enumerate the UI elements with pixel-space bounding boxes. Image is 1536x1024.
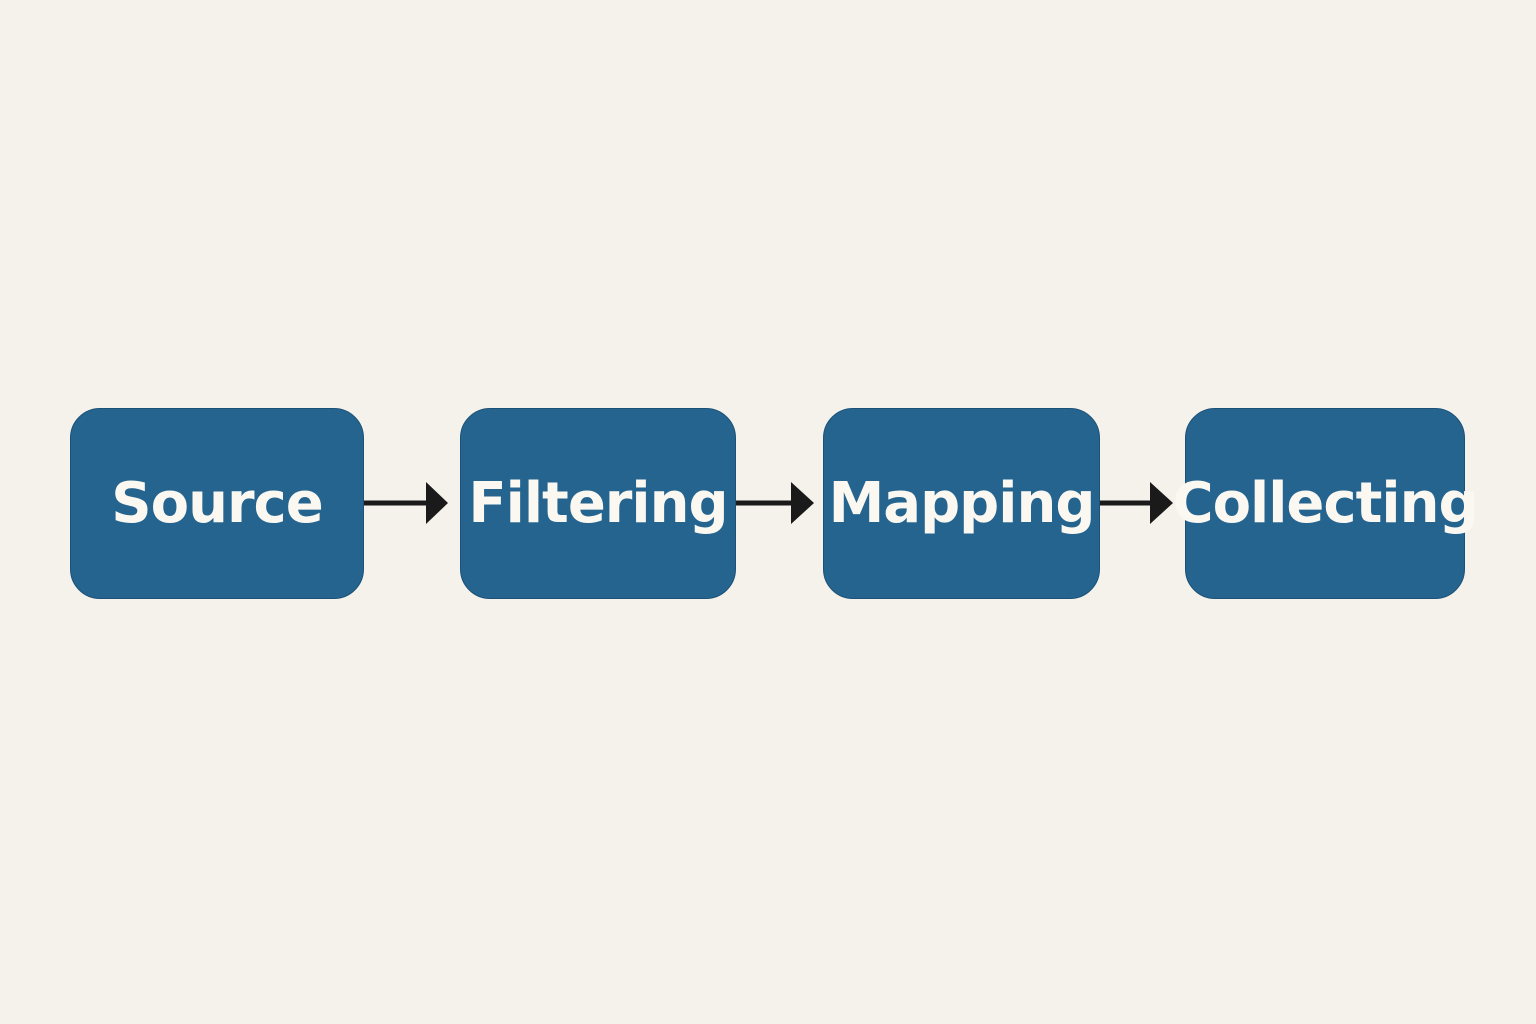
stage-mapping-box: Mapping xyxy=(823,408,1100,599)
arrow-mapping-to-collecting xyxy=(1100,482,1173,524)
stage-collecting-label: Collecting xyxy=(1172,471,1478,536)
stage-source-box: Source xyxy=(70,408,364,599)
stage-collecting-box: Collecting xyxy=(1172,408,1479,599)
stage-filtering-box: Filtering xyxy=(460,408,736,599)
stage-source-label: Source xyxy=(111,471,323,536)
stage-mapping-label: Mapping xyxy=(828,471,1096,536)
arrow-source-to-filtering xyxy=(364,482,448,524)
stage-filtering-label: Filtering xyxy=(468,471,728,536)
arrow-filtering-to-mapping xyxy=(736,482,814,524)
